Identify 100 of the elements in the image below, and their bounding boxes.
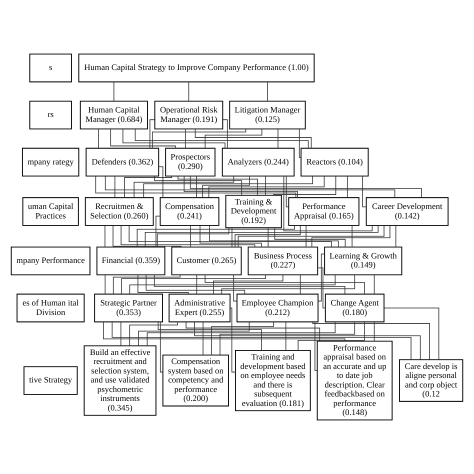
connector [120,225,256,248]
node-box: Reactors (0.104) [300,148,369,176]
node-box: Training & Development (0.192) [225,194,282,228]
node-box: Operational Risk Manager (0.191) [154,100,224,130]
node-box: Litigation Manager (0.125) [229,100,306,130]
connector [104,274,106,294]
connector [146,322,336,346]
node-box: Employee Champion (0.212) [236,294,318,322]
connector [144,225,378,248]
node-box: Financial (0.359) [96,246,166,276]
connector [196,274,198,294]
connector [110,128,176,149]
connector [194,128,312,148]
connector [209,225,339,248]
connector [158,322,262,351]
connector [129,322,178,346]
connector [194,322,421,360]
node-box: Human Capital Strategy to Improve Company Performance (1.00) [78,54,315,82]
connector [208,176,325,198]
connector [104,176,396,198]
node-box: Compensation (0.241) [160,197,220,226]
connector [204,128,262,148]
node-box: uman Capital Practices [22,197,79,226]
connector [160,322,164,372]
connector [114,176,116,198]
connector [95,176,296,198]
connector [311,225,390,248]
connector [158,166,164,198]
connector [121,274,266,294]
connector [103,322,346,342]
connector [134,128,309,148]
node-box: Prospectors (0.290) [165,148,216,176]
connector [213,274,284,294]
connector [112,274,180,294]
connector [152,128,246,149]
node-box: Analyzers (0.244) [222,148,295,176]
connector [134,176,234,198]
connector [186,322,320,342]
connector [200,225,262,248]
connector [220,322,356,356]
connector [283,176,373,232]
connector [298,322,365,351]
connector [317,267,326,308]
connector [298,128,302,158]
node-box: Training and development based on employee needs and there is subsequent evaluation (0.181) [235,350,311,412]
connector [362,176,366,208]
node-box: Recruitmen & Selection (0.260) [84,197,154,226]
connector [234,225,301,248]
connector [190,225,191,248]
node-box: Compensation system based on competency and performance (0.200) [162,354,229,406]
connector [138,322,250,346]
connector [204,274,365,294]
connector [374,274,375,294]
connector [265,176,266,196]
connector [286,176,289,208]
connector [120,322,122,346]
node-box: Learning & Growth (0.149) [324,246,402,276]
connector [318,254,325,302]
node-box: Change Agent (0.180) [324,294,384,322]
connector [184,176,298,198]
connector [190,176,422,198]
node-box: Performance Appraisal (0.165) [288,197,360,226]
connector [112,322,412,360]
connector [156,216,160,248]
node-box: Strategic Partner (0.353) [94,294,163,322]
connector [312,322,430,360]
connector [196,176,197,198]
node-box: Defenders (0.362) [86,148,160,176]
connector [300,274,301,294]
connector [128,225,332,248]
connector [112,225,182,248]
node-box: Customer (0.265) [171,246,242,276]
node-box: Care develop is aligne personal and corp object (0.12 [399,359,464,402]
connector [274,228,346,248]
connector [202,322,204,356]
connector [221,274,356,294]
connector [233,274,238,302]
connector [156,227,230,248]
connector [188,82,190,102]
connector [146,274,246,294]
connector [138,274,189,294]
connector [222,119,228,149]
connector [211,322,274,356]
node-box: mpany rategy [22,148,80,176]
node-box: Human Capital Manager (0.684) [80,100,148,130]
connector [122,128,226,148]
node-box: Career Development (0.142) [366,197,449,226]
connector [154,176,242,196]
node-box: Administrative Expert (0.255) [168,294,231,322]
connector [238,225,384,248]
node-box: s [29,54,72,82]
node-box: mpany Performance [10,246,90,276]
node-box: Performance appraisal based on an accurate and up to date job description. Clear feedbackbased on performance (0.148) [316,340,393,420]
connector [98,128,99,148]
connector [346,176,348,198]
connector [267,82,268,102]
connector [124,176,172,198]
connector [104,225,106,248]
node-box: Build an effective recruitment and selection system, and use validated psychometric instruments (0.345) [84,345,156,416]
node-box: tive Strategy [24,366,78,395]
